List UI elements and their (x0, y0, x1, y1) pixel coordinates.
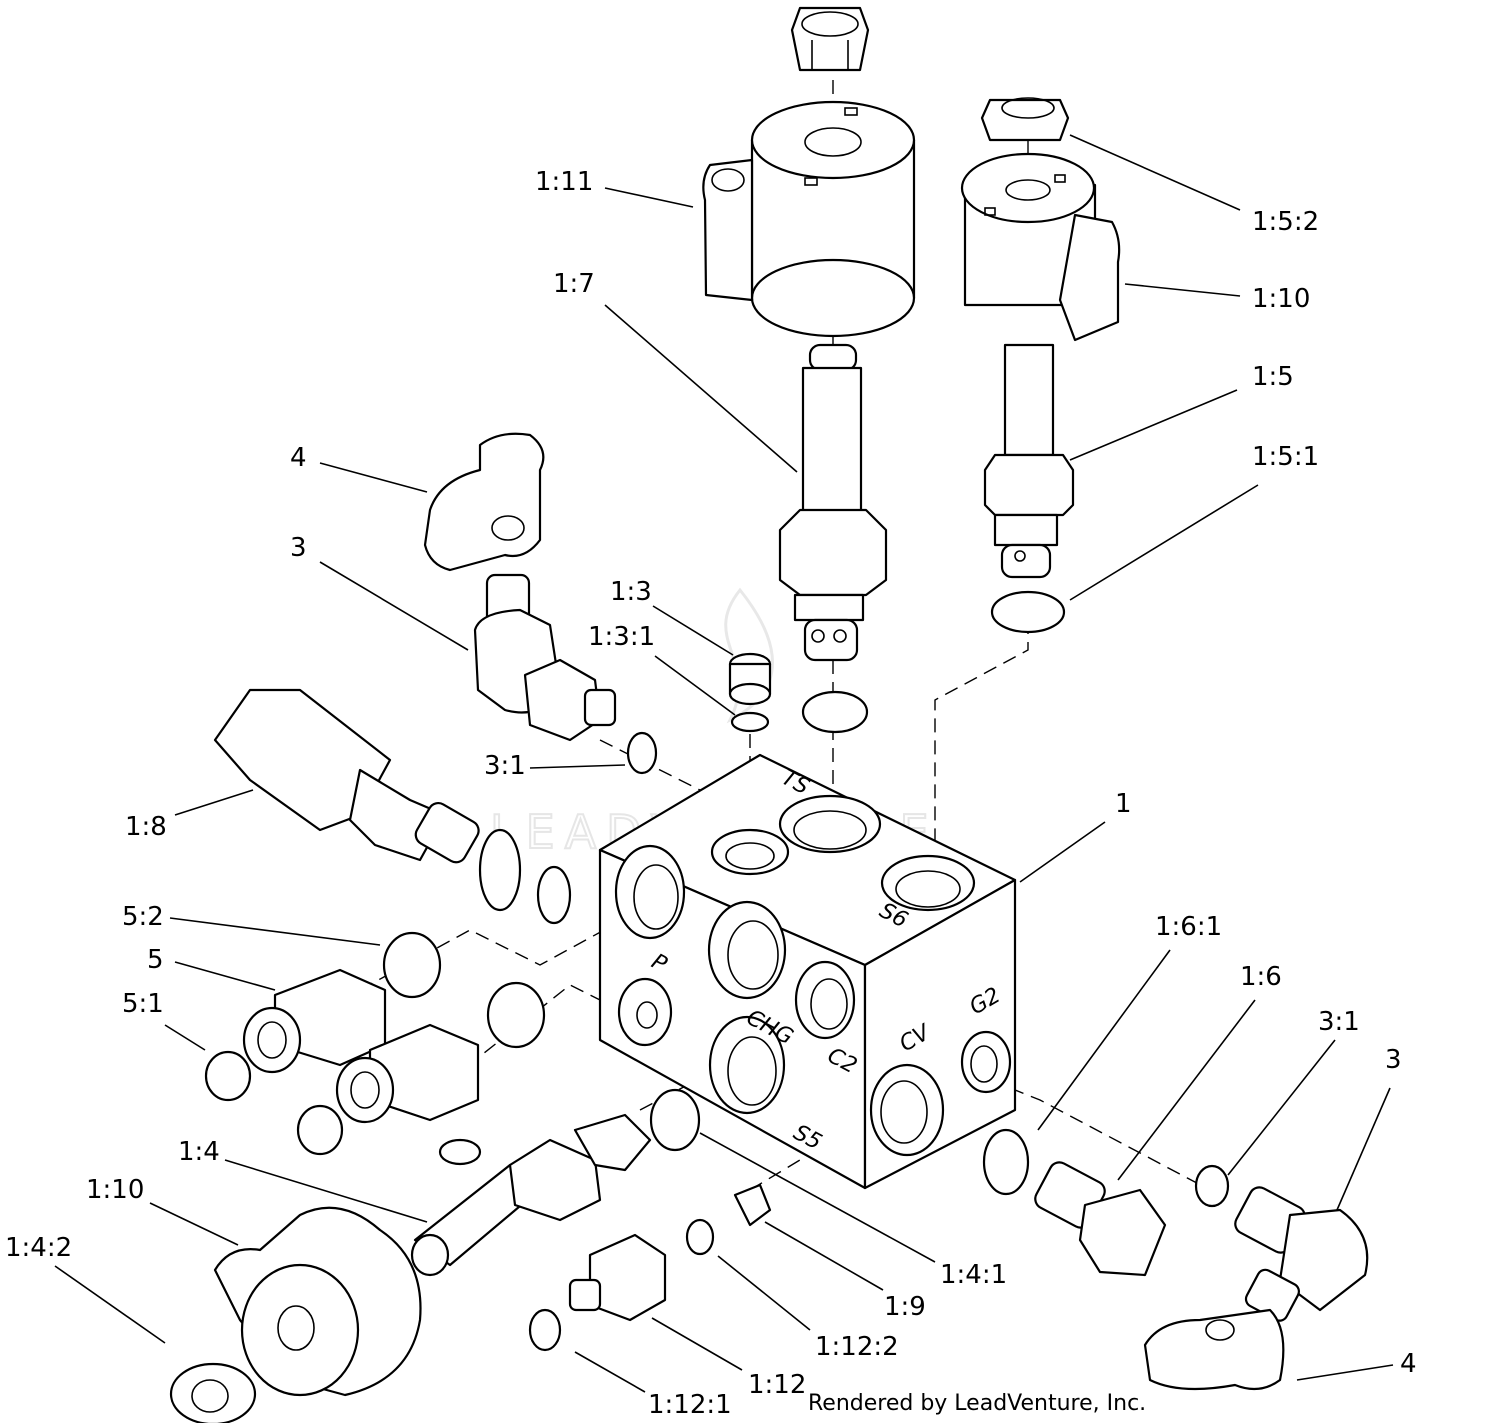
solenoid-coil-small-top (960, 152, 1121, 342)
solenoid-coil-lower (169, 1206, 422, 1423)
relief-valve (213, 688, 572, 925)
callout-1-9: 1:9 (884, 1292, 926, 1322)
callout-1-6-1: 1:6:1 (1155, 912, 1222, 942)
callout-1-5-1: 1:5:1 (1252, 442, 1319, 472)
callout-1-4-2: 1:4:2 (5, 1233, 72, 1263)
manifold-block: TS S6 P CHG C2 CV G2 S5 (598, 753, 1017, 1190)
callout-1-5-2: 1:5:2 (1252, 207, 1319, 237)
callout-1-10-bottom: 1:10 (86, 1175, 144, 1205)
callout-1-3-1: 1:3:1 (588, 622, 655, 652)
valve-cartridge-right (983, 343, 1075, 634)
callout-1-4: 1:4 (178, 1137, 220, 1167)
straight-fitting-upper (204, 931, 442, 1102)
callout-5-2: 5:2 (122, 902, 164, 932)
valve-cartridge-center (778, 343, 888, 734)
dust-cap-top (423, 432, 545, 572)
callout-1-6: 1:6 (1240, 962, 1282, 992)
callout-1-7: 1:7 (553, 269, 595, 299)
callout-3-1-right: 3:1 (1318, 1007, 1360, 1037)
callout-1-8: 1:8 (125, 812, 167, 842)
callout-4-bottom: 4 (1400, 1349, 1417, 1379)
callout-1-12: 1:12 (748, 1370, 806, 1400)
dust-cap-bottom (1143, 1308, 1285, 1391)
plug-small (728, 652, 772, 733)
nut-top-right (980, 97, 1070, 142)
callout-4-top: 4 (290, 443, 307, 473)
callout-1: 1 (1115, 789, 1132, 819)
leader-lines (54, 134, 1394, 1393)
solenoid-coil-large (702, 100, 916, 338)
elbow-fitting-right (1194, 1164, 1369, 1322)
valve-cartridge-lower (410, 1088, 701, 1277)
callout-3-top: 3 (290, 533, 307, 563)
callout-1-3: 1:3 (610, 577, 652, 607)
callout-1-5: 1:5 (1252, 362, 1294, 392)
render-credit: Rendered by LeadVenture, Inc. (808, 1391, 1146, 1416)
callout-3-right: 3 (1385, 1045, 1402, 1075)
orifice-fitting (528, 1183, 772, 1352)
straight-fitting-lower (296, 981, 546, 1166)
elbow-fitting-top (473, 573, 658, 775)
callout-1-12-1: 1:12:1 (648, 1390, 732, 1420)
callout-5: 5 (147, 945, 164, 975)
callout-3-1-top: 3:1 (484, 751, 526, 781)
callout-1-4-1: 1:4:1 (940, 1260, 1007, 1290)
callout-5-1: 5:1 (122, 989, 164, 1019)
callout-labels: 1:11 1:5:2 1:10 1:7 1:5 1:5:1 4 3 1:3 1:… (5, 167, 1417, 1420)
callout-1-10-top: 1:10 (1252, 284, 1310, 314)
plug-right (982, 1128, 1167, 1277)
callout-1-11: 1:11 (535, 167, 593, 197)
callout-1-12-2: 1:12:2 (815, 1332, 899, 1362)
nut-top-center (790, 6, 870, 72)
